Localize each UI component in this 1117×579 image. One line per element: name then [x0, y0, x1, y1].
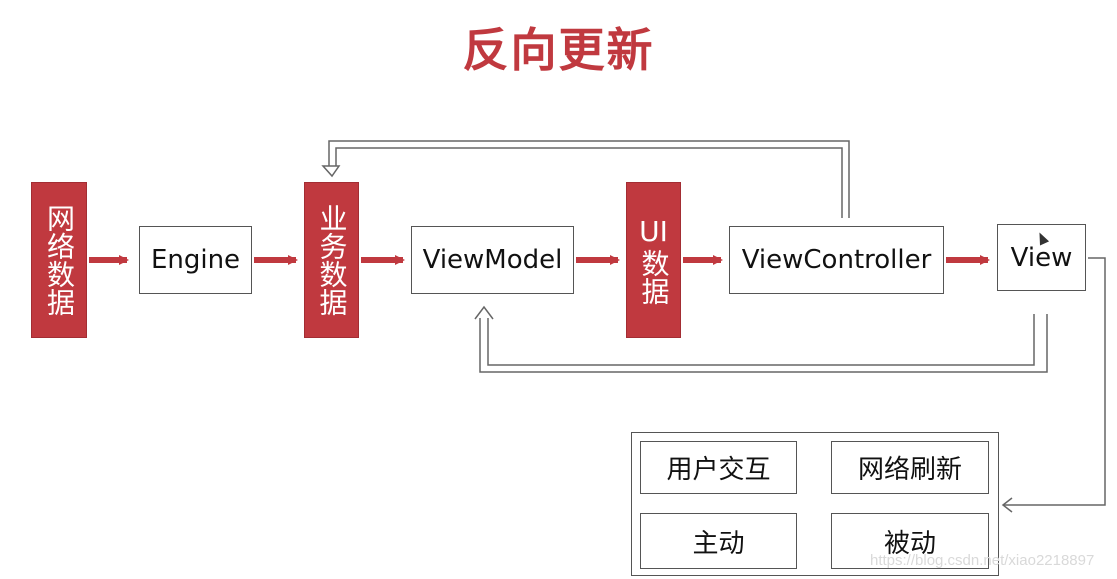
viewcontroller-node: ViewController: [729, 226, 944, 294]
ui-data-node: UI 数据: [626, 182, 681, 338]
trigger-active: 主动: [640, 513, 797, 569]
view-node: View: [997, 224, 1086, 291]
trigger-passive: 被动: [831, 513, 989, 569]
trigger-user-interaction: 用户交互: [640, 441, 797, 494]
trigger-network-refresh: 网络刷新: [831, 441, 989, 494]
feedback-bottom: [474, 305, 1048, 373]
engine-node: Engine: [139, 226, 252, 294]
page-title: 反向更新: [462, 23, 655, 77]
feedback-top: [321, 140, 850, 218]
viewmodel-node: ViewModel: [411, 226, 574, 294]
watermark-url: https://blog.csdn.net/xiao2218897: [870, 552, 1095, 569]
network-data-node: 网络数据: [31, 182, 87, 338]
ui-data-label-line1: UI: [639, 215, 668, 248]
business-data-node: 业务数据: [304, 182, 359, 338]
feedback-right: [1001, 257, 1106, 513]
ui-data-label-line2: 数据: [637, 249, 671, 305]
